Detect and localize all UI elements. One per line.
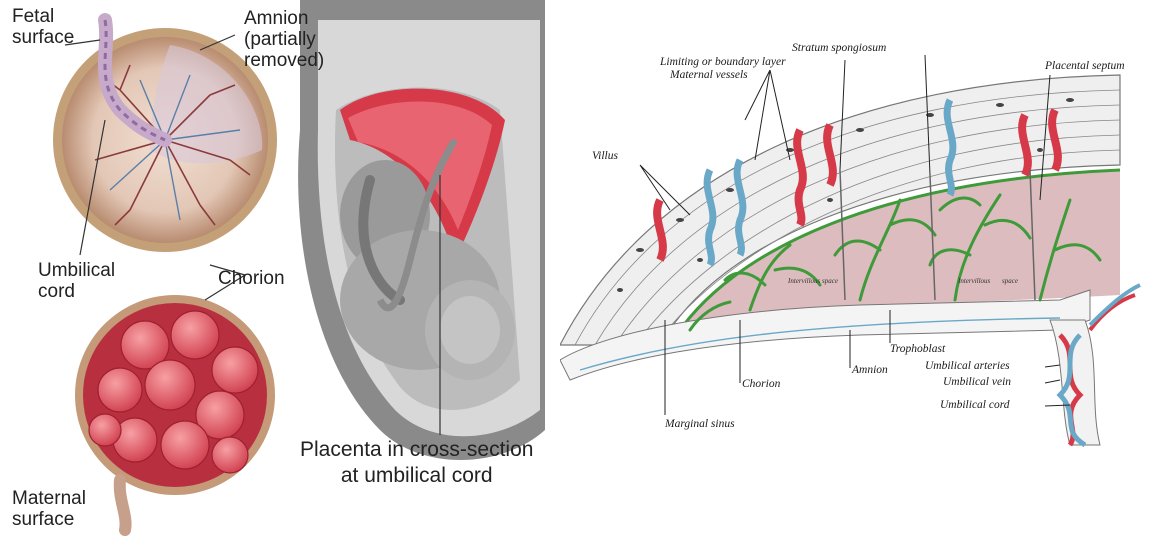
fetal-surface-line2: surface [12, 27, 74, 48]
maternal-surface-label: Maternal surface [12, 488, 86, 530]
fetal-surface-line1: Fetal [12, 6, 74, 27]
placenta-caption-line1: Placenta in cross-section [300, 437, 533, 463]
umbilical-arteries-label: Umbilical arteries [925, 360, 1010, 372]
maternal-vessels-label: Maternal vessels [670, 69, 748, 81]
umbilical-cord-right-label: Umbilical cord [940, 399, 1010, 411]
fetal-surface-label: Fetal surface [12, 6, 74, 48]
umbilical-vein-label: Umbilical vein [943, 376, 1011, 388]
right-placenta-section-diagram: Intervillous space Intervillous space St… [560, 0, 1176, 540]
villus-label: Villus [592, 150, 618, 162]
right-diagram-art: Intervillous space Intervillous space [560, 0, 1176, 540]
umbilical-cord-line2: cord [38, 281, 115, 302]
placenta-caption: Placenta in cross-section at umbilical c… [300, 437, 533, 489]
amnion-label: Amnion (partially removed) [244, 8, 324, 71]
inner-label-4: space [1002, 277, 1018, 285]
uterus-cross-section [298, 0, 545, 460]
chorion-label: Chorion [218, 268, 285, 289]
maternal-surface-disc [75, 295, 275, 530]
trophoblast-label: Trophoblast [890, 343, 945, 355]
amnion-line1: Amnion [244, 8, 324, 29]
amnion-line2: (partially [244, 29, 324, 50]
stratum-spongiosum-label: Stratum spongiosum [792, 42, 886, 54]
amnion-line3: removed) [244, 50, 324, 71]
inner-label-3: Intervillous [957, 277, 991, 285]
inner-label-2: space [822, 277, 838, 285]
umbilical-cord-label: Umbilical cord [38, 260, 115, 302]
placenta-caption-line2: at umbilical cord [300, 463, 533, 489]
maternal-surface-line2: surface [12, 509, 86, 530]
left-placenta-illustration: Fetal surface Amnion (partially removed)… [0, 0, 560, 540]
inner-label-1: Intervillous [787, 277, 821, 285]
chorion-right-label: Chorion [742, 378, 780, 390]
umbilical-cord-line1: Umbilical [38, 260, 115, 281]
marginal-sinus-label: Marginal sinus [665, 418, 735, 430]
placental-septum-label: Placental septum [1045, 60, 1125, 72]
limiting-layer-label: Limiting or boundary layer [660, 56, 786, 68]
amnion-right-label: Amnion [852, 364, 888, 376]
maternal-surface-line1: Maternal [12, 488, 86, 509]
